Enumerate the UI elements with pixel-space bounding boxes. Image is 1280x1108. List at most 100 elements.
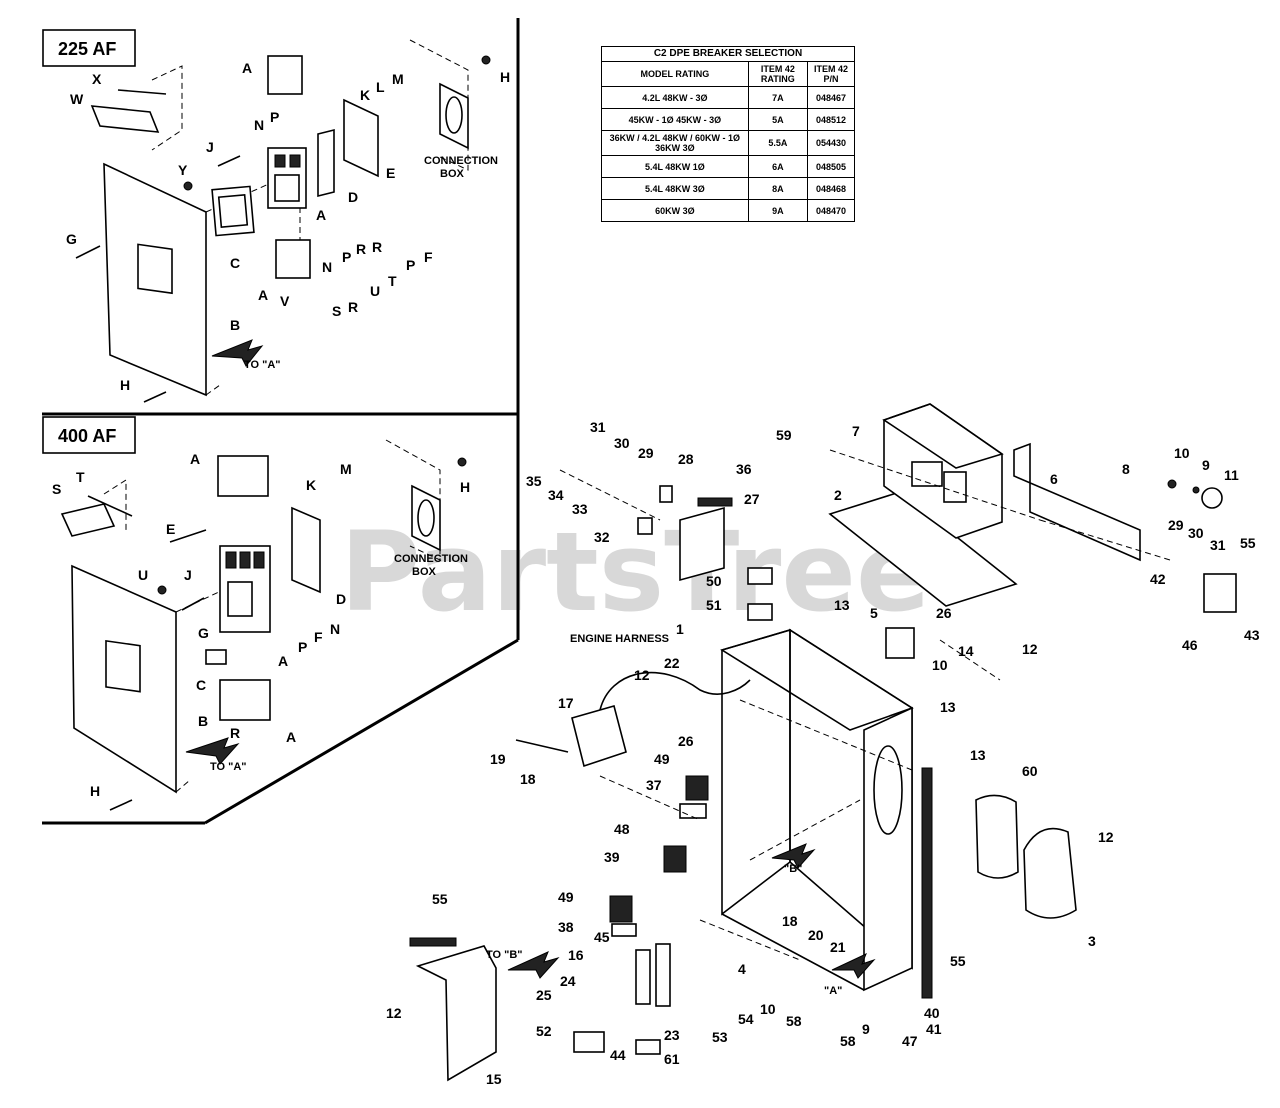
svg-text:P: P — [270, 109, 279, 125]
svg-text:H: H — [500, 69, 510, 85]
connector-51 — [747, 603, 773, 621]
svg-text:14: 14 — [958, 643, 974, 659]
gasket-strip-55 — [921, 767, 933, 999]
arrow-to-a-225-label: TO "A" — [244, 359, 281, 371]
table-row: 4.2L 48KW - 3Ø 7A 048467 — [601, 86, 856, 109]
svg-text:W: W — [70, 91, 84, 107]
svg-text:29: 29 — [1168, 517, 1184, 533]
svg-text:12: 12 — [1098, 829, 1114, 845]
svg-text:R: R — [230, 725, 240, 741]
svg-text:25: 25 — [536, 987, 552, 1003]
svg-text:54: 54 — [738, 1011, 754, 1027]
svg-text:49: 49 — [654, 751, 670, 767]
svg-text:13: 13 — [940, 699, 956, 715]
svg-text:16: 16 — [568, 947, 584, 963]
inset-frame — [42, 18, 520, 825]
svg-text:G: G — [66, 231, 77, 247]
svg-text:24: 24 — [560, 973, 576, 989]
svg-text:B: B — [198, 713, 208, 729]
svg-text:39: 39 — [604, 849, 620, 865]
svg-text:42: 42 — [1150, 571, 1166, 587]
connection-box-cover-225 — [439, 82, 469, 150]
svg-text:49: 49 — [558, 889, 574, 905]
svg-text:12: 12 — [634, 667, 650, 683]
svg-text:10: 10 — [1174, 445, 1190, 461]
svg-text:S: S — [332, 303, 341, 319]
svg-text:55: 55 — [1240, 535, 1256, 551]
fuse-49b — [609, 895, 633, 923]
svg-text:U: U — [370, 283, 380, 299]
engine-harness-label: ENGINE HARNESS — [570, 633, 669, 645]
svg-text:35: 35 — [526, 473, 542, 489]
lug-cover-top-400 — [217, 455, 269, 497]
svg-text:9: 9 — [1202, 457, 1210, 473]
svg-text:F: F — [424, 249, 433, 265]
svg-text:36: 36 — [736, 461, 752, 477]
table-cell: 5A — [747, 108, 808, 131]
label-b-inner: "B" — [784, 863, 802, 875]
svg-text:F: F — [314, 629, 323, 645]
arrow-to-b-label: TO "B" — [486, 949, 523, 961]
arrow-b-inner — [771, 843, 816, 869]
svg-text:3: 3 — [1088, 933, 1096, 949]
svg-text:X: X — [92, 71, 102, 87]
breaker-43 — [1203, 573, 1237, 613]
table-cell: 048470 — [806, 199, 856, 222]
svg-text:H: H — [90, 783, 100, 799]
arrow-to-a-400-label: TO "A" — [210, 761, 247, 773]
svg-text:19: 19 — [490, 751, 506, 767]
svg-text:1: 1 — [676, 621, 684, 637]
connector-50 — [747, 567, 773, 585]
svg-text:R: R — [356, 241, 366, 257]
svg-text:51: 51 — [706, 597, 722, 613]
bracket-w — [90, 105, 160, 133]
arrow-to-a-225 — [211, 339, 264, 367]
svg-text:31: 31 — [590, 419, 606, 435]
svg-text:10: 10 — [932, 657, 948, 673]
table-cell: 8A — [747, 177, 808, 200]
svg-text:18: 18 — [782, 913, 798, 929]
svg-text:5: 5 — [870, 605, 878, 621]
svg-text:T: T — [76, 469, 85, 485]
svg-text:29: 29 — [638, 445, 654, 461]
svg-text:12: 12 — [386, 1005, 402, 1021]
part-c-400 — [205, 649, 227, 665]
svg-text:2: 2 — [834, 487, 842, 503]
screw-g — [75, 245, 101, 259]
svg-text:41: 41 — [926, 1021, 942, 1037]
nut-y — [183, 181, 193, 191]
svg-text:32: 32 — [594, 529, 610, 545]
plate-d — [317, 128, 335, 198]
gasket-60 — [975, 794, 1019, 879]
terminal-strip-44 — [635, 949, 651, 1005]
svg-text:S: S — [52, 481, 61, 497]
clip-28 — [659, 485, 673, 503]
svg-text:58: 58 — [786, 1013, 802, 1029]
svg-text:M: M — [392, 71, 404, 87]
svg-text:G: G — [198, 625, 209, 641]
table-title: C2 DPE BREAKER SELECTION — [601, 46, 855, 62]
strip-55-left — [409, 937, 457, 947]
connector-17 — [571, 705, 627, 768]
table-cell: 9A — [747, 199, 808, 222]
relay-5 — [885, 627, 915, 659]
screw-j — [217, 155, 241, 167]
svg-text:61: 61 — [664, 1051, 680, 1067]
frame-right-panel — [863, 706, 913, 992]
table-row: 60KW 3Ø 9A 048470 — [601, 199, 856, 222]
arrow-to-a-400 — [185, 737, 240, 765]
screw-h-225 — [143, 391, 167, 403]
fuse-38 — [611, 923, 637, 937]
panel-225af-title-box — [42, 29, 136, 67]
svg-text:43: 43 — [1244, 627, 1260, 643]
table-cell: 048468 — [806, 177, 856, 200]
cover-3 — [1023, 827, 1077, 919]
svg-text:46: 46 — [1182, 637, 1198, 653]
svg-text:T: T — [388, 273, 397, 289]
svg-text:40: 40 — [924, 1005, 940, 1021]
svg-text:E: E — [386, 165, 395, 181]
table-row: 45KW - 1Ø 45KW - 3Ø 5A 048512 — [601, 108, 856, 131]
svg-text:12: 12 — [1022, 641, 1038, 657]
